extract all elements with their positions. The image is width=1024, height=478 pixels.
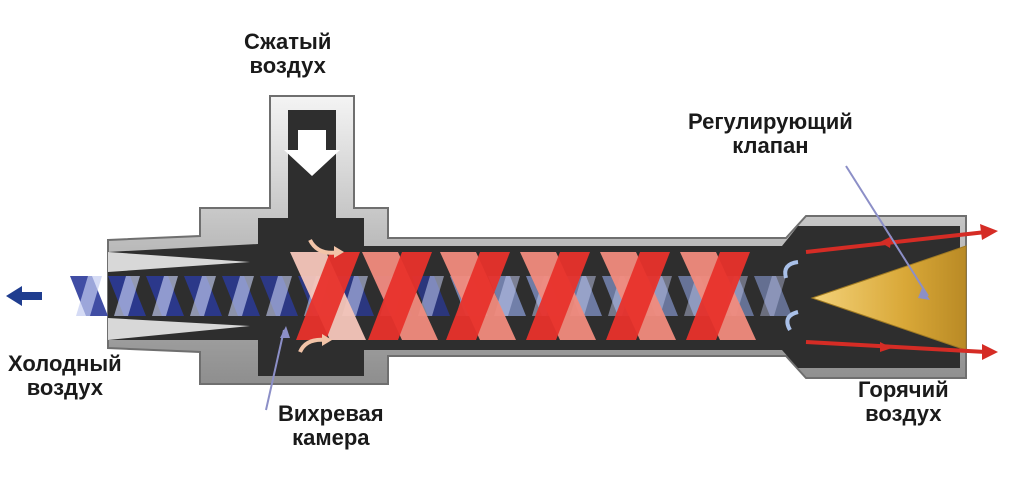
label-hot-air-line1: Горячий	[858, 377, 949, 402]
cold-spiral-segment	[754, 276, 792, 316]
label-vortex-chamber: Вихревая камера	[278, 402, 384, 450]
cold-spiral-segment	[76, 276, 102, 316]
return-arrows	[783, 260, 799, 331]
cold-spiral-segment	[760, 276, 786, 316]
label-control-valve-line2: клапан	[732, 133, 809, 158]
hot-spiral-segment	[526, 252, 590, 340]
hot-spiral-segment	[686, 252, 750, 340]
cold-spiral-segment	[266, 276, 292, 316]
hot-spiral-segment	[606, 252, 670, 340]
label-cold-air: Холодный воздух	[8, 352, 122, 400]
hot-spiral-segment	[446, 252, 510, 340]
hot-spiral-segment	[368, 252, 432, 340]
hot-outlet-arrows	[805, 224, 998, 360]
label-control-valve: Регулирующий клапан	[688, 110, 853, 158]
label-hot-air: Горячий воздух	[858, 378, 949, 426]
cold-spiral-segment	[114, 276, 140, 316]
cold-spiral-segment	[418, 276, 444, 316]
label-control-valve-line1: Регулирующий	[688, 109, 853, 134]
label-vortex-chamber-line1: Вихревая	[278, 401, 384, 426]
cold-outlet-arrow-icon	[6, 286, 42, 306]
inlet-arrow-icon	[284, 130, 340, 176]
cold-spiral-segment	[152, 276, 178, 316]
hot-spiral-segment	[296, 252, 360, 340]
cold-spiral-segment	[190, 276, 216, 316]
label-cold-air-line2: воздух	[26, 375, 103, 400]
label-hot-air-line2: воздух	[865, 401, 942, 426]
cold-spiral-segment	[228, 276, 254, 316]
control-valve-cone	[810, 245, 967, 351]
label-compressed-air-line1: Сжатый	[244, 29, 332, 54]
label-cold-air-line1: Холодный	[8, 351, 122, 376]
hot-vortex	[290, 252, 756, 340]
pointer-lines	[265, 165, 929, 411]
label-compressed-air-line2: воздух	[249, 53, 326, 78]
label-vortex-chamber-line2: камера	[292, 425, 370, 450]
swirl-arrows	[298, 238, 344, 353]
label-compressed-air: Сжатый воздух	[244, 30, 331, 78]
